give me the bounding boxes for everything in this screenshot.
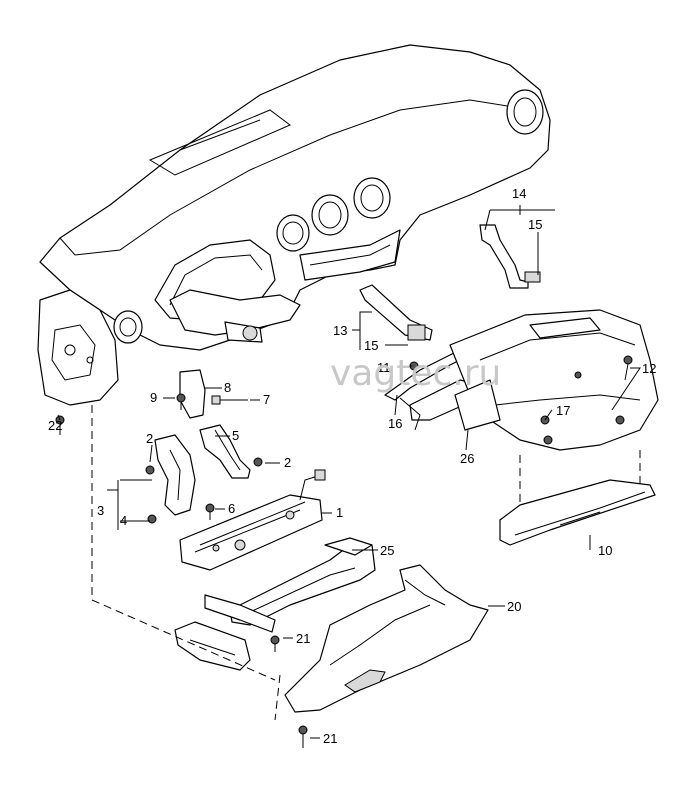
vent-left (113, 310, 143, 344)
callout-15-right: 15 (528, 217, 542, 232)
callout-22: 22 (48, 418, 62, 433)
bracket-14 (479, 224, 541, 289)
control-module-1 (179, 469, 326, 571)
bracket-under-1 (204, 594, 276, 633)
callout-2-lower: 2 (284, 455, 291, 470)
glovebox-lid-10 (499, 479, 656, 546)
callout-3: 3 (97, 503, 104, 518)
glovebox-latch (454, 379, 501, 431)
vent-right (506, 89, 544, 135)
duct-25 (229, 537, 376, 626)
callout-leaders (57, 205, 641, 739)
callout-25: 25 (380, 543, 394, 558)
callout-17: 17 (556, 403, 570, 418)
callout-7: 7 (263, 392, 270, 407)
fasteners (55, 355, 633, 748)
center-duct (299, 229, 401, 281)
callout-9: 9 (150, 390, 157, 405)
knee-panel-21 (174, 621, 251, 671)
lower-cover-20 (284, 564, 489, 713)
callout-16: 16 (388, 416, 402, 431)
callout-21-upper: 21 (296, 631, 310, 646)
callout-15-center: 15 (364, 338, 378, 353)
vent-center-right (353, 177, 391, 219)
watermark: vagtec.ru (330, 353, 501, 394)
glovebox-housing (449, 309, 659, 451)
left-bracket-frame (37, 289, 119, 406)
callout-1: 1 (336, 505, 343, 520)
callout-21-lower: 21 (323, 731, 337, 746)
bracket-8 (179, 369, 206, 419)
bracket-5 (199, 424, 251, 479)
callout-labels: 1 2 2 3 4 5 6 7 8 9 10 11 12 13 14 15 15… (48, 186, 656, 746)
dashboard-panel (37, 44, 551, 406)
vent-center (311, 194, 349, 236)
steering-support (169, 289, 301, 336)
callout-12: 12 (642, 361, 656, 376)
callout-4: 4 (120, 513, 127, 528)
callout-2-upper: 2 (146, 431, 153, 446)
vent-center-left (276, 214, 310, 252)
callout-14: 14 (512, 186, 526, 201)
callout-13: 13 (333, 323, 347, 338)
callout-5: 5 (232, 428, 239, 443)
callout-8: 8 (224, 380, 231, 395)
bracket-3 (154, 434, 196, 516)
assembly-lines (91, 405, 641, 721)
callout-11: 11 (377, 360, 391, 375)
callout-20: 20 (507, 599, 521, 614)
callout-26: 26 (460, 451, 474, 466)
bracket-13 (359, 284, 433, 341)
bolt-7 (211, 395, 248, 405)
callout-10: 10 (598, 543, 612, 558)
callout-6: 6 (228, 501, 235, 516)
